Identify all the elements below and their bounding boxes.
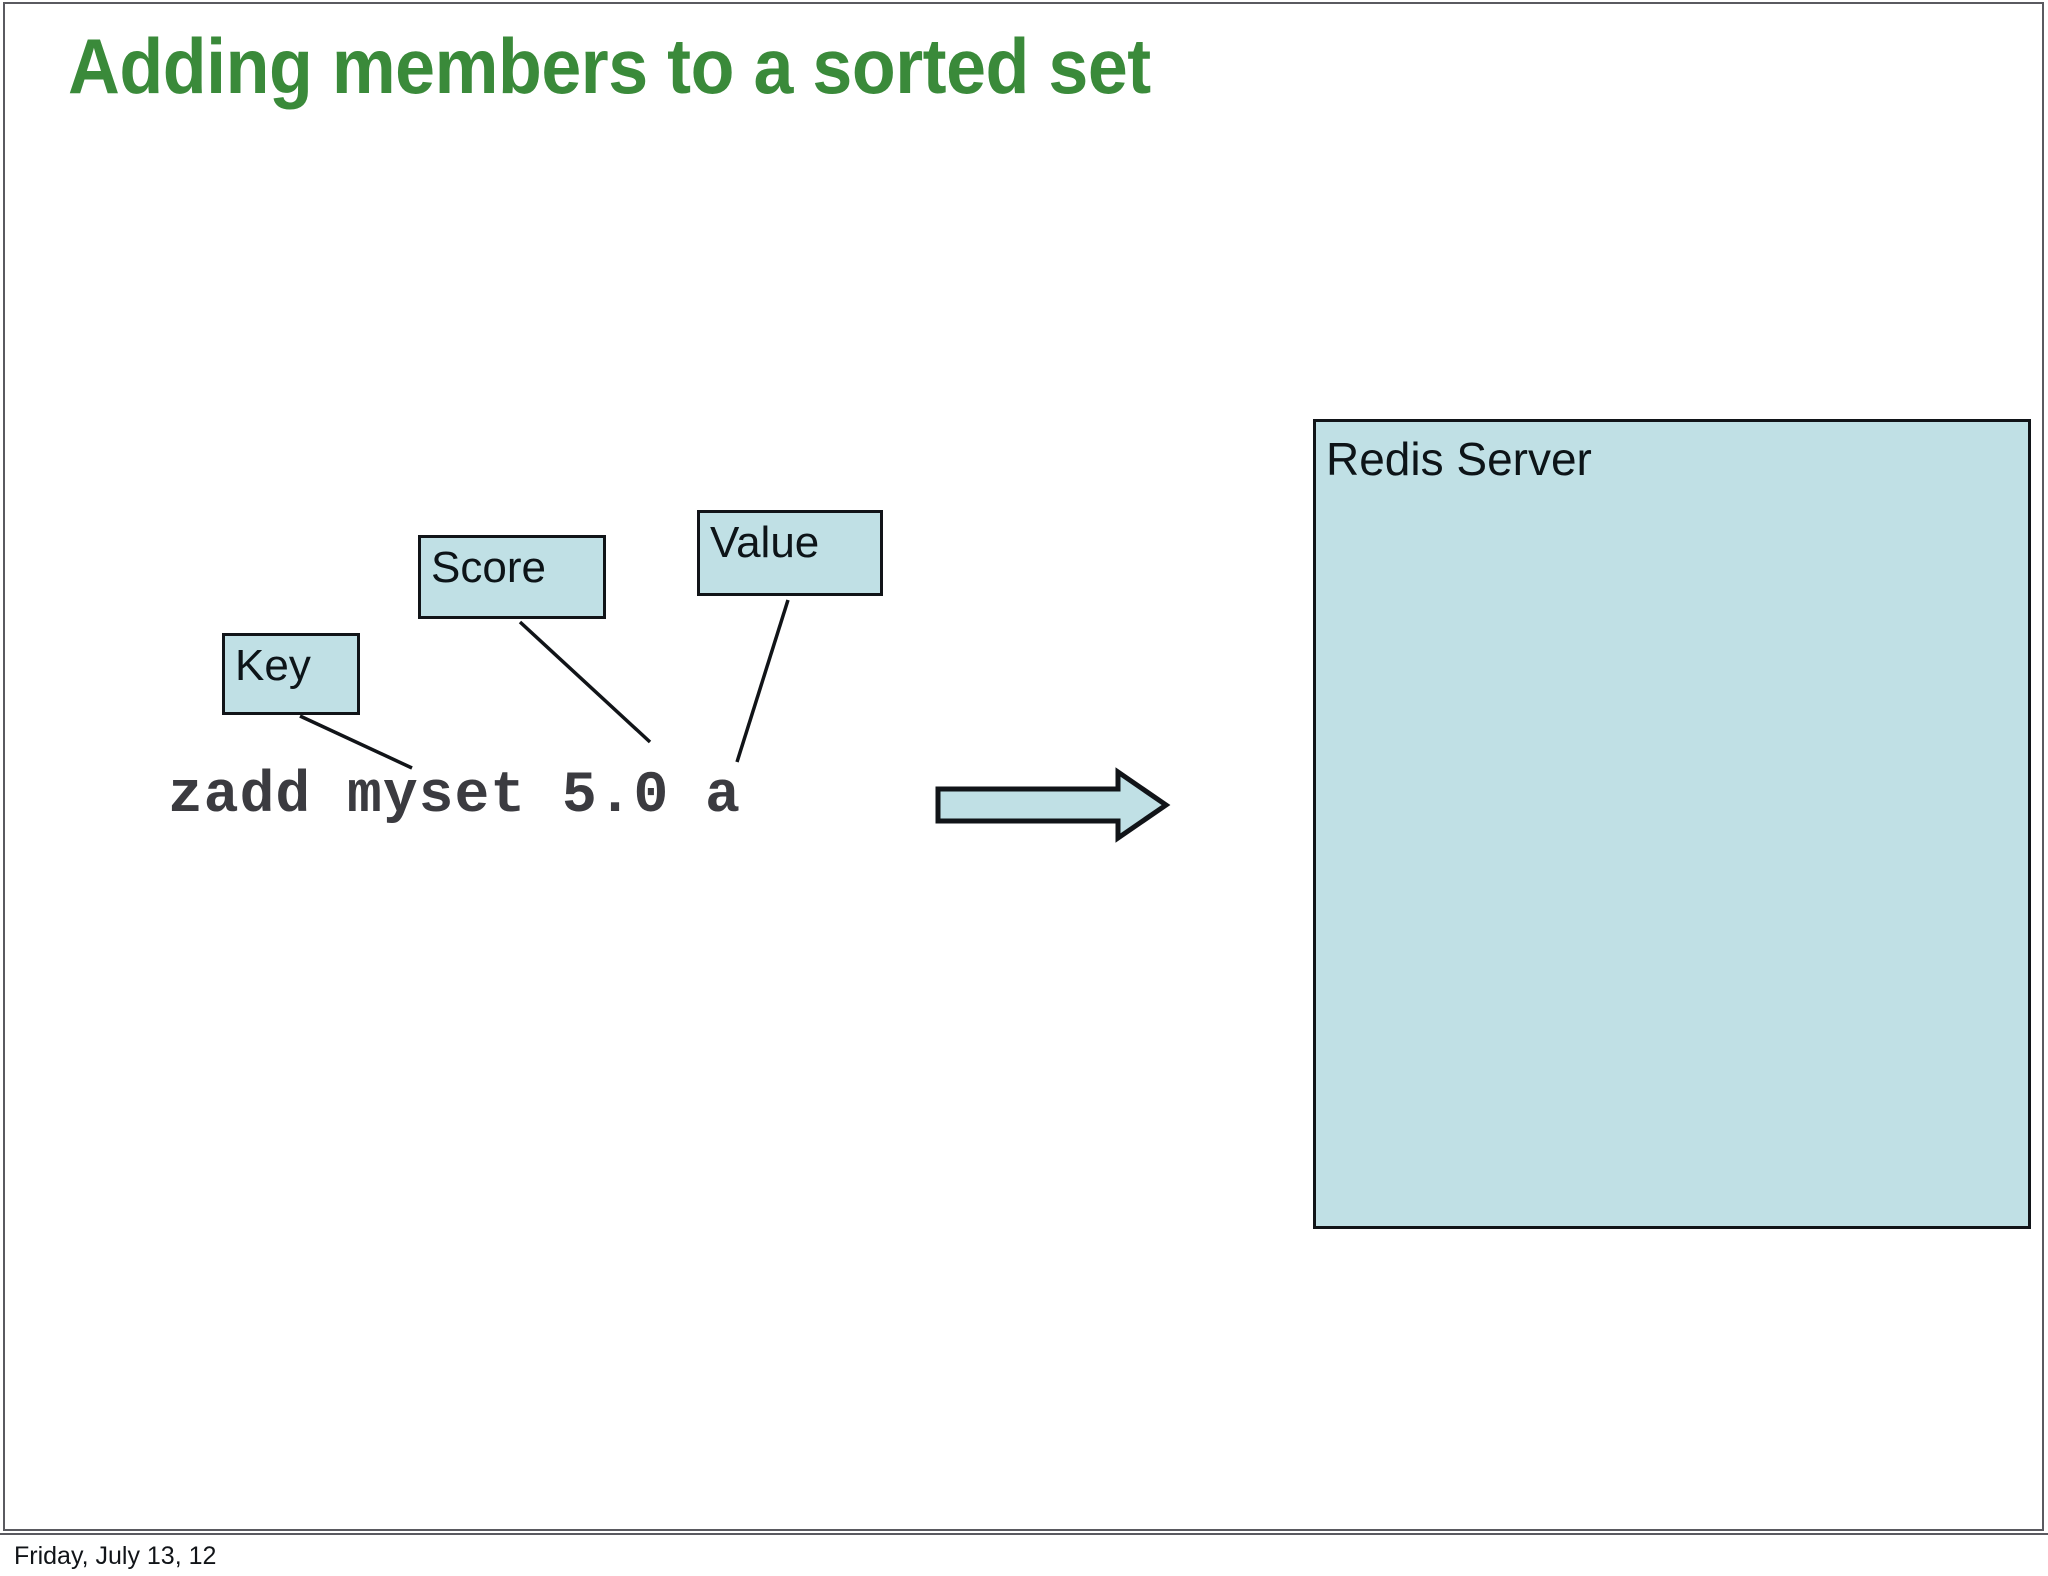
callout-box-value: Value	[697, 510, 883, 596]
callout-box-key: Key	[222, 633, 360, 715]
callout-label-value: Value	[710, 518, 820, 567]
redis-server-label: Redis Server	[1326, 433, 1592, 485]
footer-date: Friday, July 13, 12	[14, 1542, 217, 1570]
redis-server-panel: Redis Server	[1313, 419, 2031, 1229]
page-title: Adding members to a sorted set	[68, 22, 1151, 110]
footer-divider	[0, 1533, 2048, 1535]
callout-box-score: Score	[418, 535, 606, 619]
callout-label-score: Score	[431, 543, 546, 592]
callout-label-key: Key	[235, 641, 311, 690]
command-text: zadd myset 5.0 a	[168, 764, 741, 829]
